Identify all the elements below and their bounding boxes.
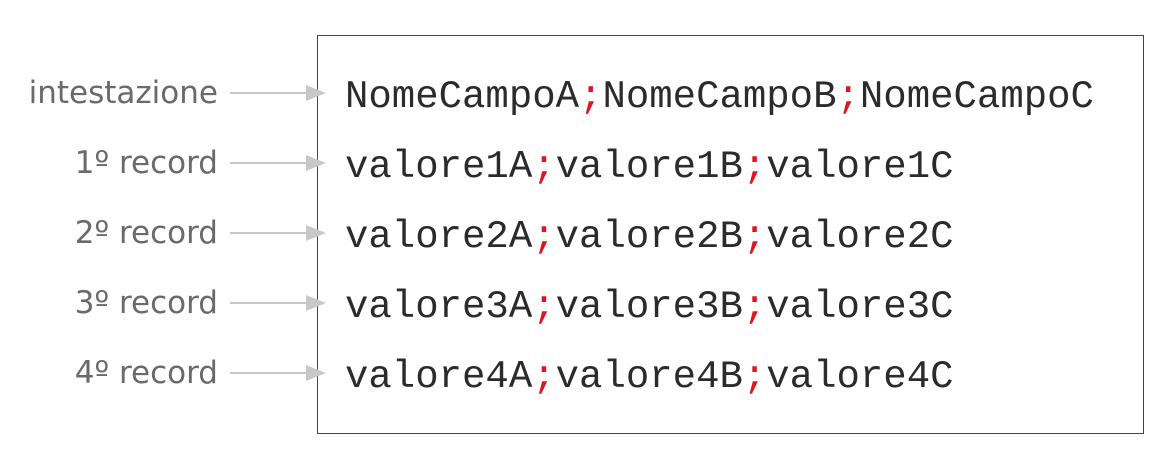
row-label: 4º record [74, 355, 218, 391]
csv-field: valore1A [345, 145, 533, 189]
csv-field: valore2A [345, 215, 533, 259]
csv-field: valore4C [766, 355, 954, 399]
csv-field: valore3A [345, 285, 533, 329]
csv-field: valore1B [555, 145, 743, 189]
csv-field: NomeCampoB [602, 75, 837, 119]
csv-field: valore4A [345, 355, 533, 399]
arrow-right-icon [230, 155, 326, 171]
row-record-1: 1º record [0, 133, 1176, 193]
row-record-2: 2º record [0, 203, 1176, 263]
csv-separator: ; [532, 145, 556, 189]
csv-separator: ; [532, 285, 556, 329]
row-label: intestazione [28, 75, 218, 111]
csv-record-line: valore4A;valore4B;valore4C [345, 358, 954, 397]
csv-field: valore1C [766, 145, 954, 189]
arrow-right-icon [230, 295, 326, 311]
csv-field: valore4B [555, 355, 743, 399]
csv-field: valore3B [555, 285, 743, 329]
csv-field: valore3C [766, 285, 954, 329]
csv-separator: ; [742, 285, 767, 329]
csv-record-line: valore2A;valore2B;valore2C [345, 218, 954, 257]
csv-field: valore2C [766, 215, 954, 259]
row-label: 1º record [74, 145, 218, 181]
csv-separator: ; [742, 215, 767, 259]
csv-separator: ; [742, 355, 767, 399]
row-record-3: 3º record [0, 273, 1176, 333]
arrow-right-icon [230, 365, 326, 381]
csv-separator: ; [836, 75, 860, 119]
row-header: intestazione [0, 63, 1176, 123]
csv-field: valore2B [555, 215, 743, 259]
arrow-right-icon [230, 85, 326, 101]
csv-field: NomeCampoC [859, 75, 1094, 119]
row-label: 2º record [74, 215, 218, 251]
arrow-right-icon [230, 225, 326, 241]
csv-separator: ; [532, 355, 556, 399]
csv-record-line: valore1A;valore1B;valore1C [345, 148, 954, 187]
csv-field: NomeCampoA [345, 75, 580, 119]
csv-separator: ; [532, 215, 556, 259]
csv-separator: ; [742, 145, 767, 189]
csv-separator: ; [579, 75, 603, 119]
csv-header-line: NomeCampoA;NomeCampoB;NomeCampoC [345, 78, 1094, 117]
row-record-4: 4º record [0, 343, 1176, 403]
row-label: 3º record [74, 285, 218, 321]
csv-record-line: valore3A;valore3B;valore3C [345, 288, 954, 327]
